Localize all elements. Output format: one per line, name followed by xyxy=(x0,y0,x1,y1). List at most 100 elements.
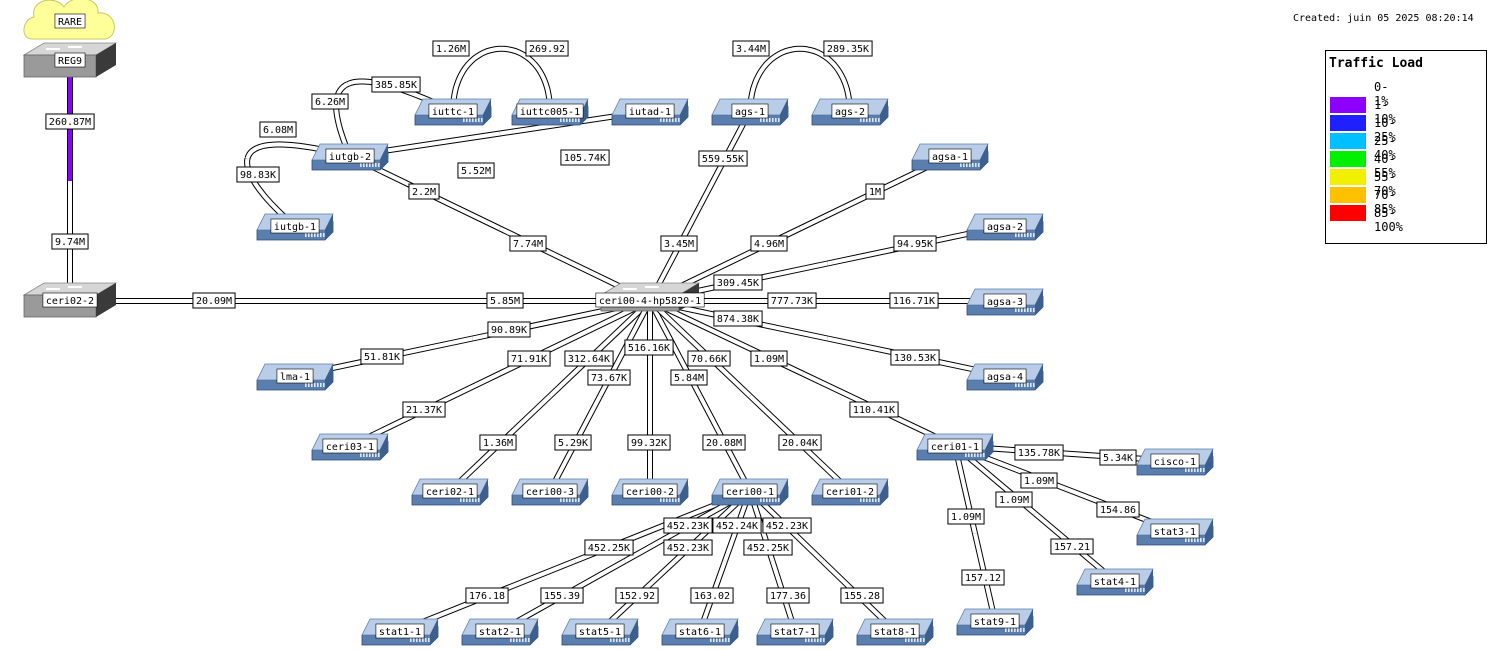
node-label: ceri00-2 xyxy=(626,487,674,498)
device-side xyxy=(325,214,333,240)
node-agsa2[interactable]: agsa-2 xyxy=(966,213,1044,241)
node-iutgb2[interactable]: iutgb-2 xyxy=(311,143,389,171)
node-stat61[interactable]: stat6-1 xyxy=(661,618,739,646)
node-label: agsa-1 xyxy=(932,152,968,163)
node-stat41[interactable]: stat4-1 xyxy=(1076,568,1154,596)
device-port xyxy=(863,118,865,122)
node-label: stat6-1 xyxy=(679,627,721,638)
node-iutgb1[interactable]: iutgb-1 xyxy=(256,213,334,241)
device-port xyxy=(669,118,671,122)
node-stat91[interactable]: stat9-1 xyxy=(956,608,1034,636)
legend-label: 85-100% xyxy=(1374,206,1403,234)
device-port xyxy=(463,118,465,122)
device-port xyxy=(363,163,365,167)
device-port xyxy=(763,498,765,502)
device-port xyxy=(980,453,982,457)
node-ags1[interactable]: ags-1 xyxy=(711,98,789,126)
device-side xyxy=(1205,519,1213,545)
node-label: lma-1 xyxy=(280,372,310,383)
legend-label: 55-70% xyxy=(1374,170,1396,198)
node-reg9[interactable]: REG9 xyxy=(22,42,118,78)
node-ceri022[interactable]: ceri02-2 xyxy=(22,282,118,318)
node-lma1[interactable]: lma-1 xyxy=(256,363,334,391)
bandwidth-value: 9.74M xyxy=(55,237,85,248)
node-iuttc005[interactable]: iuttc005-1 xyxy=(511,98,589,126)
link-ceri001-stat61-out-label: 452.24K xyxy=(712,517,762,534)
link-ags1-ags2-in[interactable] xyxy=(799,46,852,112)
bandwidth-box xyxy=(509,235,547,252)
device-port xyxy=(1027,383,1029,387)
device-port xyxy=(1018,308,1020,312)
bandwidth-box xyxy=(849,401,899,418)
legend-label: 40-55% xyxy=(1374,152,1396,180)
device-port xyxy=(969,163,971,167)
link-iuttc1-iuttc005-out[interactable] xyxy=(451,46,502,112)
bandwidth-box xyxy=(660,235,698,252)
bandwidth-value: 21.37K xyxy=(406,405,442,416)
bandwidth-value: 1M xyxy=(869,187,881,198)
bandwidth-value: 71.91K xyxy=(511,354,547,365)
node-label-box xyxy=(731,103,769,119)
device-port xyxy=(1185,538,1187,542)
device-port xyxy=(366,163,368,167)
link-iuttc1-iuttc005-in[interactable] xyxy=(501,46,552,112)
node-label-box xyxy=(575,623,625,639)
node-agsa4[interactable]: agsa-4 xyxy=(966,363,1044,391)
node-ceri021[interactable]: ceri02-1 xyxy=(411,478,489,506)
bandwidth-value: 1.09M xyxy=(754,354,784,365)
device-port xyxy=(678,118,680,122)
node-stat31[interactable]: stat3-1 xyxy=(1136,518,1214,546)
node-label: stat8-1 xyxy=(874,627,916,638)
link-ceri021-core-in[interactable] xyxy=(548,299,652,398)
device-port xyxy=(360,163,362,167)
device-port xyxy=(1005,628,1007,632)
switch-side xyxy=(96,283,116,317)
device-port xyxy=(1030,383,1032,387)
bandwidth-box xyxy=(995,491,1033,508)
node-core[interactable]: ceri00-4-hp5820-1 xyxy=(595,282,705,312)
node-stat11[interactable]: stat1-1 xyxy=(361,618,439,646)
node-rare[interactable]: RARE xyxy=(23,0,115,40)
link-agsa4-core-in-label: 874.38K xyxy=(713,310,763,327)
device-side xyxy=(530,619,538,645)
node-stat21[interactable]: stat2-1 xyxy=(461,618,539,646)
node-stat81[interactable]: stat8-1 xyxy=(856,618,934,646)
node-label-box xyxy=(422,483,478,499)
device-port xyxy=(413,638,415,642)
device-port xyxy=(308,383,310,387)
node-cisco1[interactable]: cisco-1 xyxy=(1136,448,1214,476)
bandwidth-value: 152.92 xyxy=(619,591,655,602)
link-ags1-ags2-out[interactable] xyxy=(748,46,801,112)
device-port xyxy=(908,638,910,642)
device-port xyxy=(808,638,810,642)
bandwidth-box xyxy=(767,292,817,309)
node-agsa3[interactable]: agsa-3 xyxy=(966,288,1044,316)
node-ceri031[interactable]: ceri03-1 xyxy=(311,433,389,461)
bandwidth-value: 154.86 xyxy=(1100,505,1136,516)
link-ceri001-stat71-out-label: 452.25K xyxy=(743,539,793,556)
node-iutad1[interactable]: iutad-1 xyxy=(611,98,689,126)
node-agsa1[interactable]: agsa-1 xyxy=(911,143,989,171)
bandwidth-box xyxy=(690,587,734,604)
node-iuttc1[interactable]: iuttc-1 xyxy=(414,98,492,126)
node-ags2[interactable]: ags-2 xyxy=(811,98,889,126)
bandwidth-box xyxy=(1050,538,1094,555)
link-ceri012-core-in[interactable] xyxy=(648,299,752,398)
link-ceri001-core-in-label: 5.84M xyxy=(670,369,708,386)
node-ceri003[interactable]: ceri00-3 xyxy=(511,478,589,506)
node-label-box xyxy=(983,368,1027,384)
device-port xyxy=(619,638,621,642)
device-port xyxy=(308,233,310,237)
node-ceri001[interactable]: ceri00-1 xyxy=(711,478,789,506)
bandwidth-value: 163.02 xyxy=(694,591,730,602)
node-ceri002[interactable]: ceri00-2 xyxy=(611,478,689,506)
bandwidth-value: 309.45K xyxy=(717,278,759,289)
node-stat71[interactable]: stat7-1 xyxy=(756,618,834,646)
node-ceri012[interactable]: ceri01-2 xyxy=(811,478,889,506)
node-ceri011[interactable]: ceri01-1 xyxy=(916,433,994,461)
node-stat51[interactable]: stat5-1 xyxy=(561,618,639,646)
link-ceri022-core-in-label: 5.85M xyxy=(486,292,524,309)
link-ceri001-stat51-in-label: 152.92 xyxy=(615,587,659,604)
link-ceri031-core-in-label: 71.91K xyxy=(507,350,551,367)
device-port xyxy=(317,383,319,387)
